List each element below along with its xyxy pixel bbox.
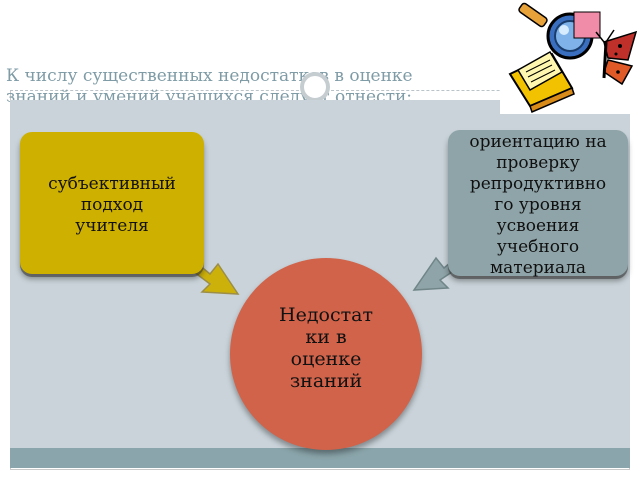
decorative-ring bbox=[300, 72, 330, 102]
right-box-line: го уровня bbox=[494, 195, 582, 215]
right-box-line: учебного bbox=[496, 237, 580, 257]
right-box-reproductive-level: ориентацию на проверку репродуктивно го … bbox=[448, 130, 628, 278]
left-box-line: субъективный bbox=[48, 174, 176, 194]
right-box-line: репродуктивно bbox=[469, 174, 607, 194]
center-circle-line: Недостат bbox=[279, 304, 373, 326]
left-box-line: учителя bbox=[75, 216, 149, 236]
right-box-line: проверку bbox=[496, 153, 580, 173]
title-line-1: К числу существенных недостатков в оценк… bbox=[6, 66, 413, 86]
books-magnifier-clipart-icon bbox=[500, 2, 638, 114]
left-box-line: подход bbox=[80, 195, 144, 215]
right-box-line: усвоения bbox=[496, 216, 580, 236]
center-circle-line: знаний bbox=[289, 370, 363, 392]
slide-footer-band bbox=[10, 448, 630, 468]
right-box-line: материала bbox=[489, 258, 587, 278]
center-circle-knowledge-flaws: Недостат ки в оценке знаний bbox=[230, 258, 422, 450]
right-box-line: ориентацию на bbox=[469, 132, 607, 152]
left-box-subjective-approach: субъективный подход учителя bbox=[20, 132, 204, 274]
center-circle-line: ки в bbox=[305, 326, 347, 348]
center-circle-line: оценке bbox=[290, 348, 362, 370]
